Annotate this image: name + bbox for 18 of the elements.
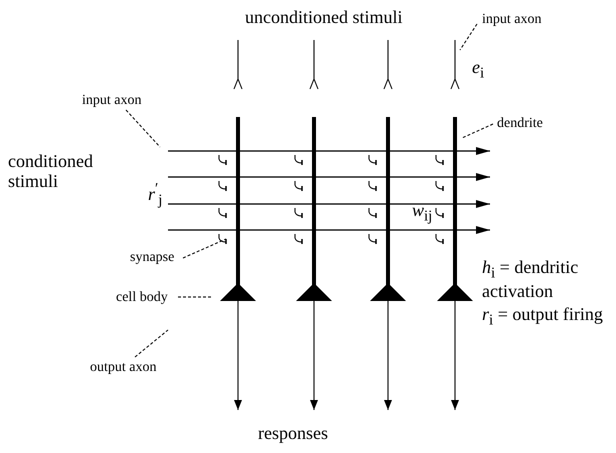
part-label: dendrite xyxy=(497,116,543,132)
leader-line xyxy=(182,238,226,258)
part-label: input axon xyxy=(482,12,542,28)
leader-line xyxy=(460,24,478,50)
part-label: synapse xyxy=(130,250,174,266)
part-label: output axon xyxy=(90,360,156,376)
leader-line xyxy=(134,330,168,358)
heading: conditioned stimuli xyxy=(8,152,94,192)
part-label: cell body xyxy=(116,290,168,306)
variable-label: r$_{i}$ = output firing xyxy=(482,305,603,330)
leader-line xyxy=(126,110,160,148)
variable-label: w$_{ij}$ xyxy=(412,201,432,226)
leader-line xyxy=(462,124,494,138)
leader-line xyxy=(178,296,212,298)
variable-label: e$_{i}$ xyxy=(472,58,484,82)
heading: responses xyxy=(258,424,328,444)
heading: unconditioned stimuli xyxy=(245,8,402,28)
part-label: input axon xyxy=(82,93,142,108)
